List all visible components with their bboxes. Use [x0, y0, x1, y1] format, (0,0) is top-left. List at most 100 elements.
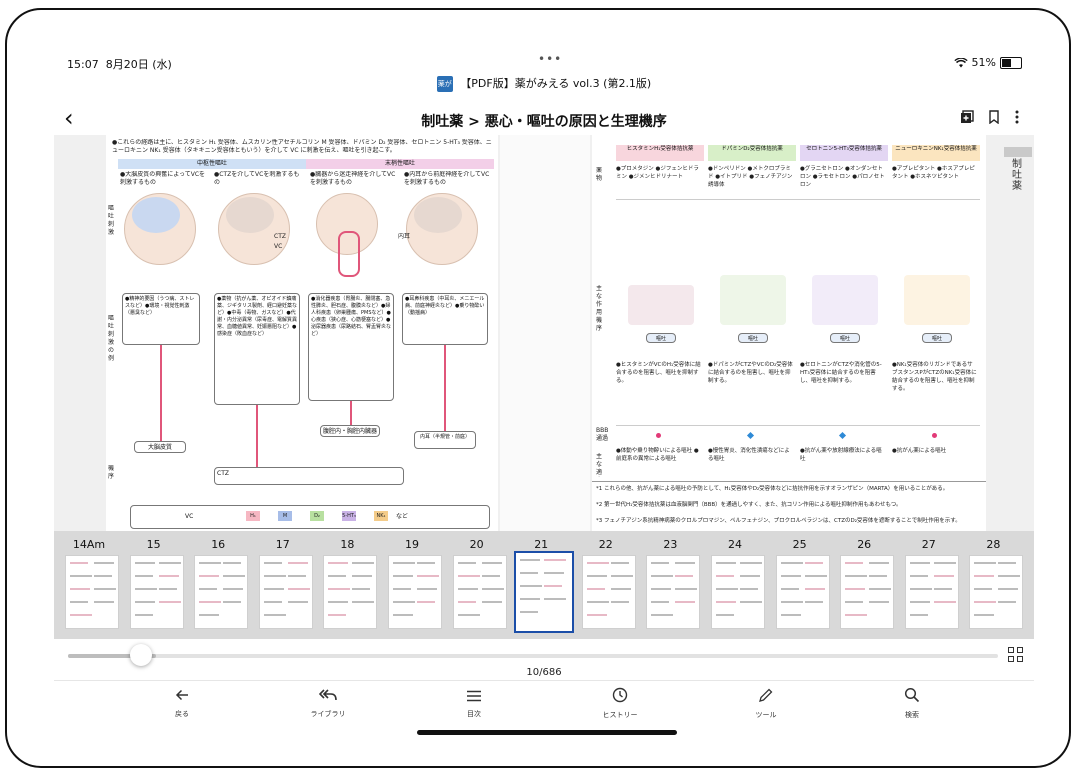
row-label-indication: 主な適応 — [596, 453, 603, 476]
page-thumbnail[interactable]: 16 — [187, 531, 249, 635]
page-thumbnail[interactable]: 21 — [510, 531, 575, 635]
chapter-tab[interactable] — [1004, 147, 1032, 157]
screen: 15:07 8月20日 (水) ••• 51% 薬がみえる 【PDF版】薬がみえ… — [54, 51, 1034, 741]
receptor-5ht3: 5-HT₃ — [342, 511, 356, 521]
mechanism-diagram-4 — [904, 275, 970, 325]
page-thumbnail[interactable]: 26 — [833, 531, 895, 635]
multitasking-dots[interactable]: ••• — [538, 52, 563, 66]
library-button[interactable]: ライブラリ — [288, 687, 368, 719]
history-button[interactable]: ヒストリー — [580, 687, 660, 720]
page-thumbnail[interactable]: 28 — [962, 531, 1024, 635]
gut-illustration — [338, 231, 360, 277]
organs-box: 腹腔内・胸腔内臓器 — [320, 425, 380, 437]
page-heading: 制吐薬 > 悪心・嘔吐の原因と生理機序 — [421, 114, 667, 130]
thumbnail-page-number: 21 — [534, 538, 549, 551]
pencil-icon — [726, 687, 806, 708]
thumbnail-page-number: 27 — [921, 538, 936, 551]
home-indicator[interactable] — [417, 730, 677, 735]
examples-box-3: ●消化器疾患（胃腸炎、腸閉塞、急性膵炎、胆石症、腹膜炎など）●婦人科疾患（卵巣腫… — [308, 293, 394, 401]
more-vertical-icon[interactable] — [1014, 109, 1020, 128]
page-thumbnail[interactable]: 18 — [316, 531, 378, 635]
header-central: 中枢性嘔吐 — [118, 159, 306, 169]
wifi-icon — [953, 57, 968, 67]
page-thumbnail[interactable]: 25 — [769, 531, 831, 635]
header-peripheral: 末梢性嘔吐 — [306, 159, 494, 169]
battery-icon — [1000, 56, 1022, 69]
page-thumbnail[interactable]: 14Am — [58, 531, 120, 635]
examples-box-2: ●薬物（抗がん薬、オピオイド鎮痛薬、ジギタリス製剤、経口避妊薬など）●中毒（毒物… — [214, 293, 300, 405]
page-slider-thumb[interactable] — [130, 644, 152, 666]
vomit-label-1: 嘔吐 — [646, 333, 676, 343]
chevron-left-icon[interactable]: ‹ — [64, 104, 74, 132]
col-head-d2: ドパミンD₂受容体拮抗薬 — [708, 145, 796, 161]
page-thumbnail[interactable]: 24 — [704, 531, 766, 635]
search-button[interactable]: 検索 — [872, 687, 952, 720]
bottom-toolbar: 戻る ライブラリ 目次 ヒストリー ツール 検索 — [54, 681, 1034, 727]
indication-4: ●抗がん薬による嘔吐 — [892, 448, 947, 454]
reply-all-icon — [288, 687, 368, 707]
brain-illustration-2 — [226, 197, 274, 233]
col2-text: ●CTZを介してVCを刺激するもの — [214, 171, 300, 186]
drugs-col-3: ●グラニセトロン ●オンダンセトロン ●ラモセトロン ●パロノセトロン — [800, 166, 885, 188]
tablet-frame: 15:07 8月20日 (水) ••• 51% 薬がみえる 【PDF版】薬がみえ… — [5, 8, 1071, 768]
col4-text: ●内耳から前庭神経を介してVCを刺激するもの — [404, 171, 490, 186]
page-slider-fill — [68, 654, 156, 658]
clock-icon — [580, 687, 660, 708]
grid-view-icon[interactable] — [1008, 647, 1024, 663]
drugs-col-4: ●アプレピタント ●ホスアプレピタント ●ホスネツピタント — [892, 166, 975, 180]
thumbnail-page-number: 19 — [405, 538, 419, 551]
battery-percent: 51% — [971, 56, 996, 69]
status-bar: 15:07 8月20日 (水) ••• 51% — [54, 51, 1034, 73]
thumbnail-page-number: 15 — [146, 538, 161, 551]
thumbnail-page-number: 14Am — [72, 538, 106, 551]
receptor-h1: H₁ — [246, 511, 260, 521]
col-head-h1: ヒスタミンH₁受容体拮抗薬 — [616, 145, 704, 161]
thumbnail-page-number: 22 — [598, 538, 613, 551]
vc-box-label: VC — [185, 513, 194, 520]
receptor-m: M — [278, 511, 292, 521]
mechanism-text-2: ●ドパミンがCTZやVCのD₂受容体に結合するのを阻害し、嘔吐を抑制する。 — [708, 362, 793, 384]
tools-button[interactable]: ツール — [726, 687, 806, 720]
page-thumbnail[interactable]: 22 — [575, 531, 637, 635]
reader-header: ‹ 制吐薬 > 悪心・嘔吐の原因と生理機序 — [54, 105, 1034, 135]
page-thumbnail[interactable]: 20 — [446, 531, 508, 635]
col-head-nk1: ニューロキニンNK₁受容体拮抗薬 — [892, 145, 980, 161]
pdf-spread[interactable]: ●これらの経路は主に、ヒスタミン H₁ 受容体、ムスカリン性アセチルコリン M … — [54, 135, 1034, 571]
thumbnail-image — [452, 555, 507, 629]
col-head-5ht3: セロトニン5-HT₃受容体拮抗薬 — [800, 145, 888, 161]
vomit-label-2: 嘔吐 — [738, 333, 768, 343]
ctz-box: CTZ — [214, 467, 404, 485]
page-thumbnail[interactable]: 15 — [123, 531, 185, 635]
document-title-row: 薬がみえる 【PDF版】薬がみえる vol.3 (第2.1版) — [54, 75, 1034, 120]
drugs-col-1: ●プロメタジン ●ジフェンヒドラミン ●ジメンヒドリナート — [616, 166, 699, 180]
mechanism-text-4: ●NK₁受容体のリガンドであるサブスタンスPがCTZのNK₁受容体に結合するのを… — [892, 362, 977, 392]
intro-text: ●これらの経路は主に、ヒスタミン H₁ 受容体、ムスカリン性アセチルコリン M … — [112, 139, 492, 154]
thumbnail-image — [258, 555, 313, 629]
examples-box-4: ●耳鼻科疾患（中耳炎、メニエール病、前庭神経炎など）●乗り物酔い（動揺病） — [402, 293, 488, 345]
row-label-stimulus: 嘔吐刺激 — [108, 205, 115, 236]
inner-ear-box: 内耳（半規管・前庭） — [414, 431, 476, 449]
back-label: 戻る — [175, 710, 189, 718]
toc-button[interactable]: 目次 — [434, 687, 514, 719]
status-date: 8月20日 (水) — [105, 58, 172, 71]
thumbnail-image — [711, 555, 765, 629]
page-gutter — [500, 135, 590, 571]
status-time: 15:07 — [67, 58, 99, 71]
back-button[interactable]: 戻る — [142, 687, 222, 719]
cortex-box: 大脳皮質 — [134, 441, 186, 453]
page-thumbnail[interactable]: 19 — [381, 531, 443, 635]
page-slider-track[interactable] — [68, 654, 998, 658]
page-thumbnail[interactable]: 17 — [252, 531, 314, 635]
thumbnail-page-number: 28 — [986, 538, 1001, 551]
page-thumbnail[interactable]: 27 — [898, 531, 960, 635]
bookmark-icon[interactable] — [988, 109, 1000, 128]
ctz-box-label: CTZ — [217, 470, 229, 477]
page-thumbnail[interactable]: 23 — [639, 531, 701, 635]
thumbnail-image — [514, 551, 575, 633]
add-bookmark-icon[interactable] — [960, 109, 974, 128]
thumbnail-image — [904, 555, 959, 629]
thumbnail-page-number: 24 — [728, 538, 742, 551]
col3-text: ●臓器から迷走神経を介してVCを刺激するもの — [310, 171, 396, 186]
drugs-col-2: ●ドンペリドン ●メトクロプラミド ●イトプリド ●フェノチアジン誘導体 — [708, 166, 793, 188]
